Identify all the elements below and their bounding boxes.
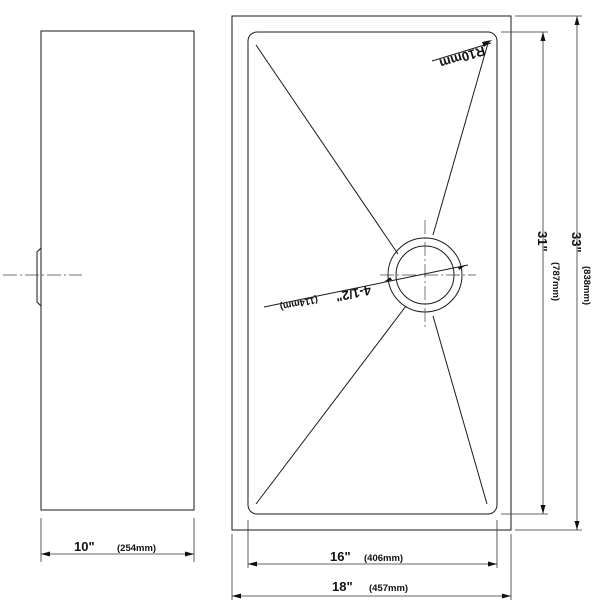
top-view: 4-1/2" (114mm) R10mm 16" (406mm) 18" (45… (231, 15, 592, 600)
drain-inch-label: 4-1/2" (334, 283, 372, 305)
slope-line-top-left (255, 44, 399, 255)
outer-width-arrow-right (502, 593, 511, 599)
inner-width-mm-label: (406mm) (364, 553, 403, 564)
outer-length-inch-label: 33" (569, 232, 584, 253)
radius-label-group: R10mm (438, 43, 487, 71)
outer-width-mm-label: (457mm) (369, 583, 408, 594)
radius-arrow (482, 40, 492, 47)
side-view-outline (40, 30, 195, 511)
slope-line-bottom-right (432, 315, 488, 505)
outer-length-arrow-bottom (574, 521, 580, 530)
slope-line-top-right (432, 42, 489, 236)
inner-length-arrow-top (540, 32, 546, 41)
inner-length-arrow-bottom (540, 505, 546, 514)
drain-label-group: 4-1/2" (114mm) (279, 283, 373, 313)
outer-length-arrow-top (574, 16, 580, 25)
side-view-drain-profile (36, 247, 42, 307)
outer-rim-outline (231, 15, 512, 531)
inner-bowl-outline (247, 31, 498, 515)
depth-arrow-right (185, 551, 194, 557)
outer-length-label-group: 33" (569, 232, 584, 253)
drain-diameter-leader (263, 264, 469, 308)
drain-arrow-left (384, 277, 392, 282)
inner-length-mm-group: (787mm) (550, 262, 561, 301)
inner-length-mm-label: (787mm) (550, 262, 561, 301)
corner-radius-label: R10mm (438, 43, 487, 71)
inner-length-inch-label: 31" (535, 231, 550, 252)
inner-width-inch-label: 16" (330, 549, 351, 564)
outer-width-arrow-left (232, 593, 241, 599)
inner-width-arrow-left (248, 561, 257, 567)
slope-line-bottom-left (255, 305, 407, 505)
inner-width-arrow-right (488, 561, 497, 567)
drain-mm-label: (114mm) (279, 294, 319, 313)
outer-length-mm-label: (838mm) (581, 266, 592, 305)
depth-inch-label: 10" (74, 539, 95, 554)
outer-width-inch-label: 18" (332, 579, 353, 594)
depth-mm-label: (254mm) (117, 543, 156, 554)
outer-length-mm-group: (838mm) (581, 266, 592, 305)
radius-leader-line (431, 42, 492, 62)
drain-arrow-right (458, 265, 466, 270)
side-view: 10" (254mm) (3, 30, 195, 562)
depth-arrow-left (41, 551, 50, 557)
inner-length-label-group: 31" (535, 231, 550, 252)
